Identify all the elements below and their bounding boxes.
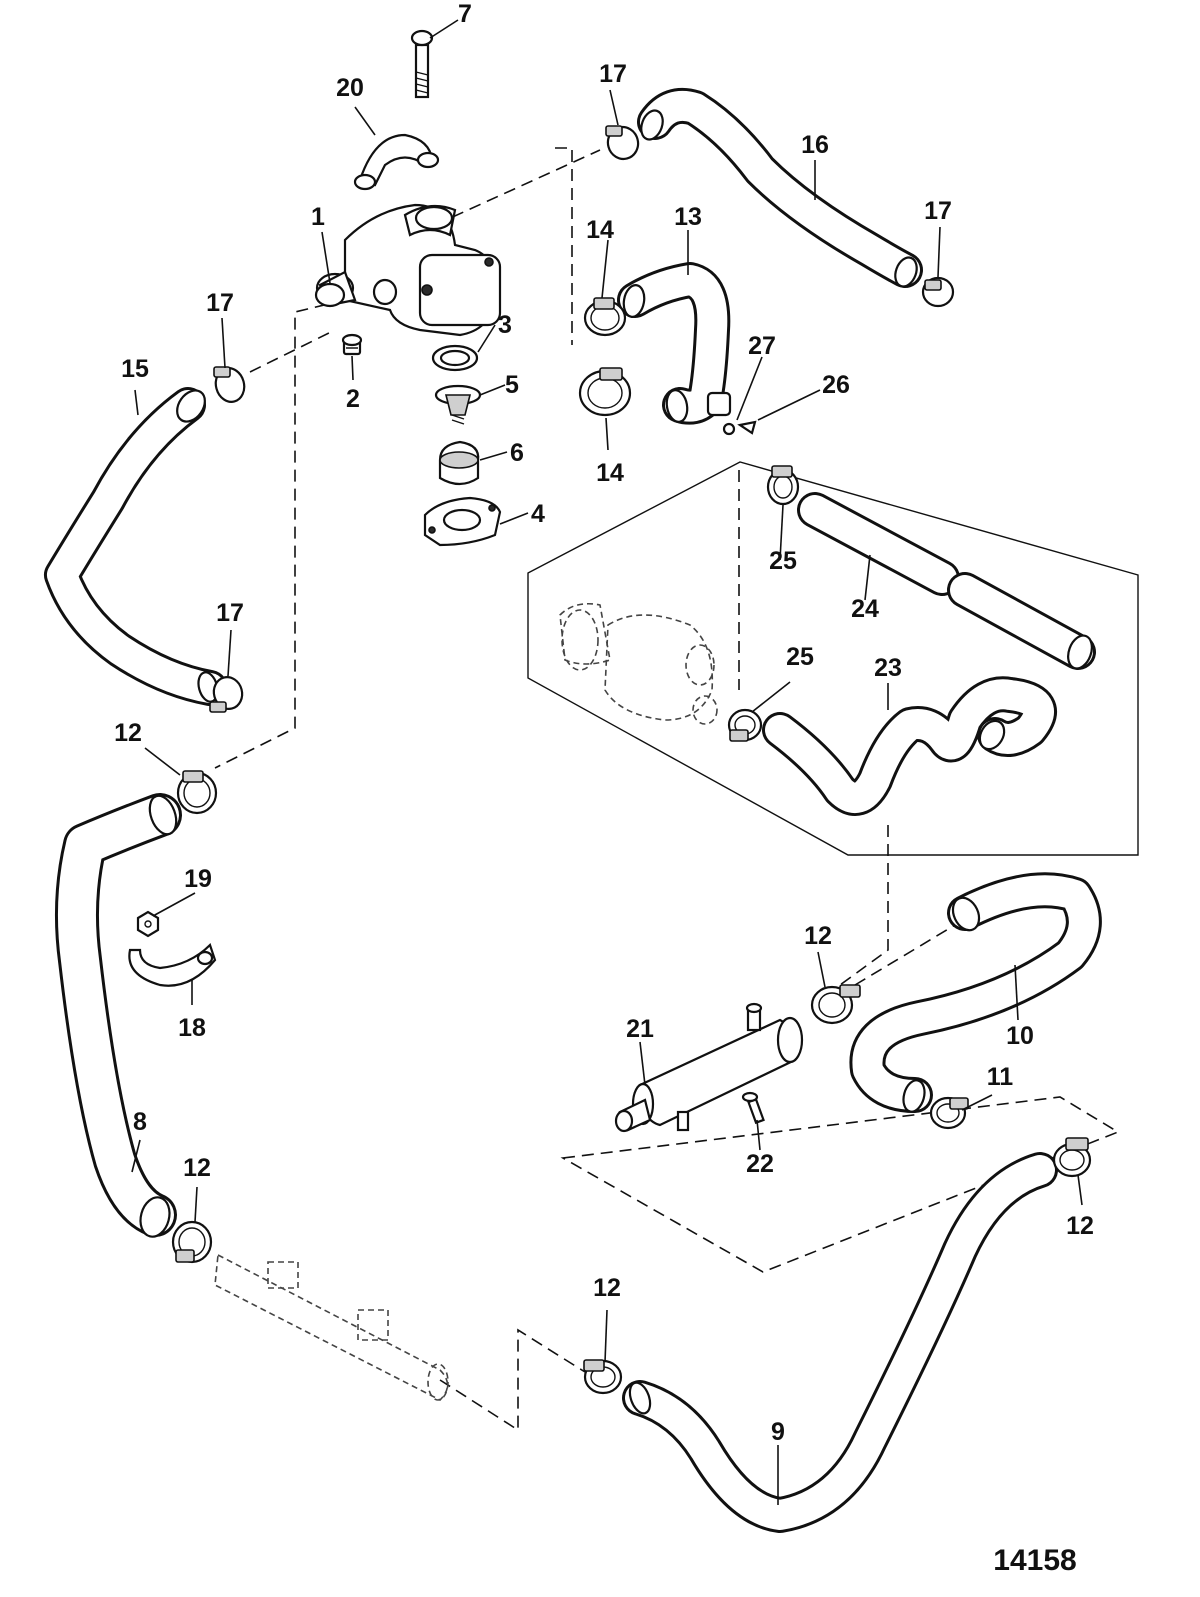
dashed-line-housing-to-hose13 bbox=[555, 147, 573, 345]
callout-12-c: 12 bbox=[804, 922, 832, 950]
callout-15: 15 bbox=[121, 355, 149, 383]
callout-23: 23 bbox=[874, 654, 902, 682]
seawater-pump-optional bbox=[559, 602, 718, 725]
callout-2: 2 bbox=[346, 385, 360, 413]
seal-6 bbox=[438, 440, 480, 486]
callout-8: 8 bbox=[133, 1108, 147, 1136]
callout-20: 20 bbox=[336, 74, 364, 102]
bracket-20 bbox=[353, 133, 440, 191]
hose-8 bbox=[54, 793, 182, 1238]
clamp-14-a bbox=[583, 297, 627, 337]
hose-13 bbox=[617, 262, 732, 425]
callout-25-a: 25 bbox=[769, 547, 797, 575]
callout-14-b: 14 bbox=[596, 459, 624, 487]
gasket-4 bbox=[423, 496, 502, 547]
callout-7: 7 bbox=[458, 0, 472, 28]
callout-17-d: 17 bbox=[924, 197, 952, 225]
dashed-line-clamp-to-hose10 bbox=[854, 924, 956, 986]
clamp-12-c bbox=[810, 984, 861, 1025]
callout-14-a: 14 bbox=[586, 216, 614, 244]
figure-number: 14158 bbox=[993, 1544, 1076, 1577]
callout-9: 9 bbox=[771, 1418, 785, 1446]
callout-12-b: 12 bbox=[183, 1154, 211, 1182]
clamp-25-a bbox=[766, 465, 800, 506]
dashed-line-hose23-to-10 bbox=[839, 825, 889, 986]
callout-18: 18 bbox=[178, 1014, 206, 1042]
clamp-17-b bbox=[209, 676, 244, 713]
clamp-12-a bbox=[176, 770, 218, 815]
callout-17-a: 17 bbox=[206, 289, 234, 317]
nut-19 bbox=[136, 910, 160, 938]
callout-24: 24 bbox=[851, 595, 879, 623]
callout-25-b: 25 bbox=[786, 643, 814, 671]
assembly-dashed-lines bbox=[214, 147, 1120, 1432]
screw-22 bbox=[741, 1091, 765, 1125]
leader-lines bbox=[131, 19, 1083, 1505]
dashed-line-housing-to-hose8 bbox=[214, 299, 346, 769]
callout-12-d: 12 bbox=[1066, 1212, 1094, 1240]
hose-15 bbox=[44, 387, 228, 706]
clamp-14-b bbox=[578, 367, 632, 417]
callout-12-e: 12 bbox=[593, 1274, 621, 1302]
bolt-7 bbox=[410, 29, 434, 99]
dashed-line-hose15 bbox=[249, 329, 336, 373]
exhaust-manifold-reference bbox=[214, 1253, 449, 1401]
clamp-12-d bbox=[1052, 1137, 1092, 1178]
fitting-26 bbox=[737, 420, 757, 435]
callout-26: 26 bbox=[822, 371, 850, 399]
callout-5: 5 bbox=[505, 371, 519, 399]
clamp-17-d bbox=[921, 276, 955, 308]
hose-24 bbox=[797, 492, 1096, 670]
hose-10 bbox=[849, 872, 1102, 1113]
callout-4: 4 bbox=[531, 500, 545, 528]
callout-27: 27 bbox=[748, 332, 776, 360]
callout-17-b: 17 bbox=[216, 599, 244, 627]
callout-19: 19 bbox=[184, 865, 212, 893]
callout-21: 21 bbox=[626, 1015, 654, 1043]
clamp-17-c bbox=[605, 125, 640, 161]
callout-16: 16 bbox=[801, 131, 829, 159]
callout-12-a: 12 bbox=[114, 719, 142, 747]
callout-22: 22 bbox=[746, 1150, 774, 1178]
dashed-line-cooler-zone bbox=[560, 1096, 1120, 1273]
callout-6: 6 bbox=[510, 439, 524, 467]
clamp-12-e bbox=[583, 1359, 623, 1395]
washer-27 bbox=[722, 422, 736, 436]
optional-pump-group-outline bbox=[527, 461, 1139, 856]
dashed-line-manifold-to-hose9 bbox=[439, 1328, 586, 1432]
clamp-18 bbox=[128, 942, 217, 987]
hose-16 bbox=[637, 87, 923, 288]
clamp-11 bbox=[929, 1096, 969, 1130]
callout-3: 3 bbox=[498, 311, 512, 339]
callout-10: 10 bbox=[1006, 1022, 1034, 1050]
callout-11: 11 bbox=[987, 1063, 1014, 1091]
clamp-17-a bbox=[213, 366, 246, 403]
gasket-3 bbox=[431, 344, 479, 372]
clamp-12-b bbox=[171, 1220, 213, 1264]
fuel-cooler-21 bbox=[614, 1002, 804, 1133]
dashed-line-hose16 bbox=[434, 149, 601, 226]
callout-1: 1 bbox=[311, 203, 325, 231]
callout-17-c: 17 bbox=[599, 60, 627, 88]
hose-9 bbox=[622, 1152, 1058, 1533]
plug-2 bbox=[341, 333, 363, 356]
thermostat-5 bbox=[434, 384, 482, 425]
callout-labels: 7 20 1 2 3 5 6 4 17 16 17 14 13 14 27 26… bbox=[114, 0, 1094, 1446]
hose-23 bbox=[762, 676, 1057, 816]
thermostat-housing bbox=[314, 203, 502, 337]
clamp-25-b bbox=[727, 708, 763, 742]
callout-13: 13 bbox=[674, 203, 702, 231]
